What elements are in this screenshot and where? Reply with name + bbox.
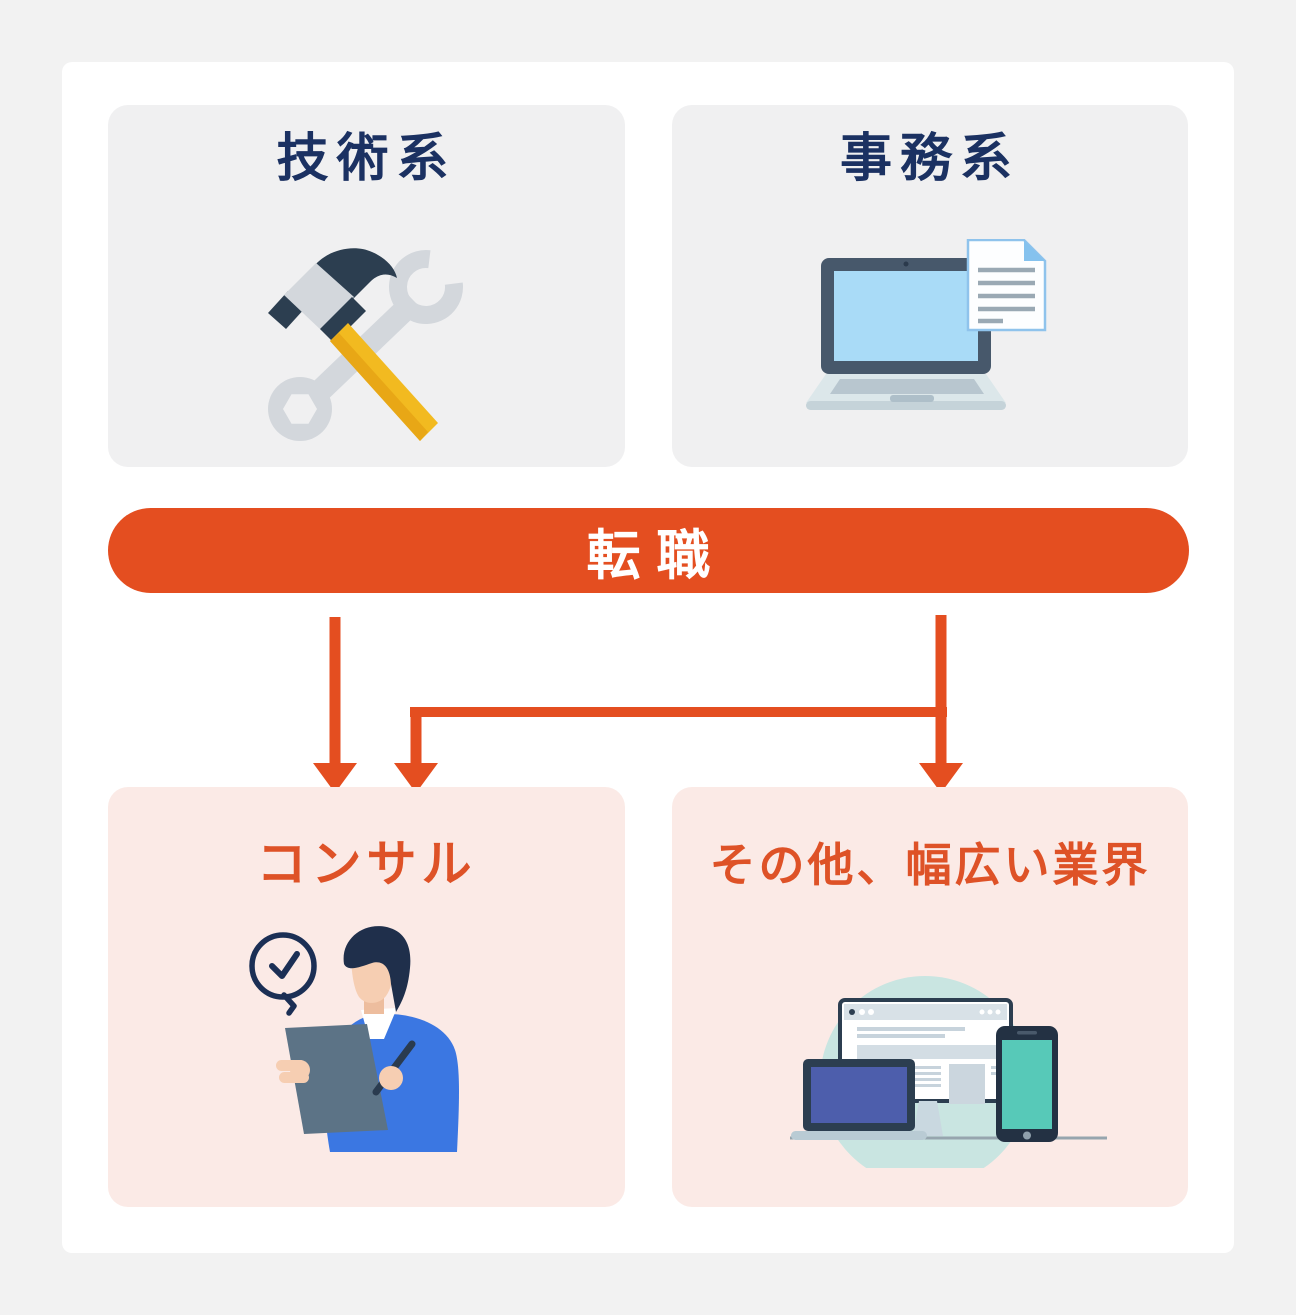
document-icon	[966, 239, 1047, 332]
diagram-card: 技術系 事務系	[62, 62, 1234, 1253]
arrow-branch-to-consulting	[394, 707, 947, 793]
job-change-label: 転職	[586, 526, 727, 586]
technical-jobs-label: 技術系	[276, 130, 457, 188]
box-technical-jobs: 技術系	[108, 105, 625, 467]
hammer-icon	[268, 248, 438, 441]
arrow-down-right	[919, 615, 963, 793]
left-hand	[276, 1060, 310, 1083]
consultant-checklist-icon	[249, 926, 459, 1152]
other-industries-label: その他、幅広い業界	[709, 839, 1151, 891]
banner-job-change: 転職	[108, 508, 1189, 593]
multi-devices-icon	[790, 976, 1107, 1168]
laptop-document-icon	[806, 239, 1047, 410]
right-hand	[379, 1066, 403, 1090]
box-other-industries: その他、幅広い業界	[672, 787, 1188, 1207]
box-consulting: コンサル	[108, 787, 625, 1207]
clipboard	[285, 1024, 388, 1134]
tablet-icon	[996, 1026, 1058, 1142]
consulting-label: コンサル	[256, 836, 477, 892]
flow-arrows	[313, 615, 963, 793]
box-clerical-jobs: 事務系	[672, 105, 1188, 467]
hammer-wrench-icon	[268, 248, 463, 441]
consultant-person	[276, 926, 459, 1152]
clerical-jobs-label: 事務系	[839, 130, 1020, 188]
checkmark-circle-icon	[249, 932, 317, 1016]
arrow-down-left	[313, 617, 357, 793]
laptop-icon	[806, 258, 1006, 410]
laptop-icon	[791, 1059, 927, 1140]
